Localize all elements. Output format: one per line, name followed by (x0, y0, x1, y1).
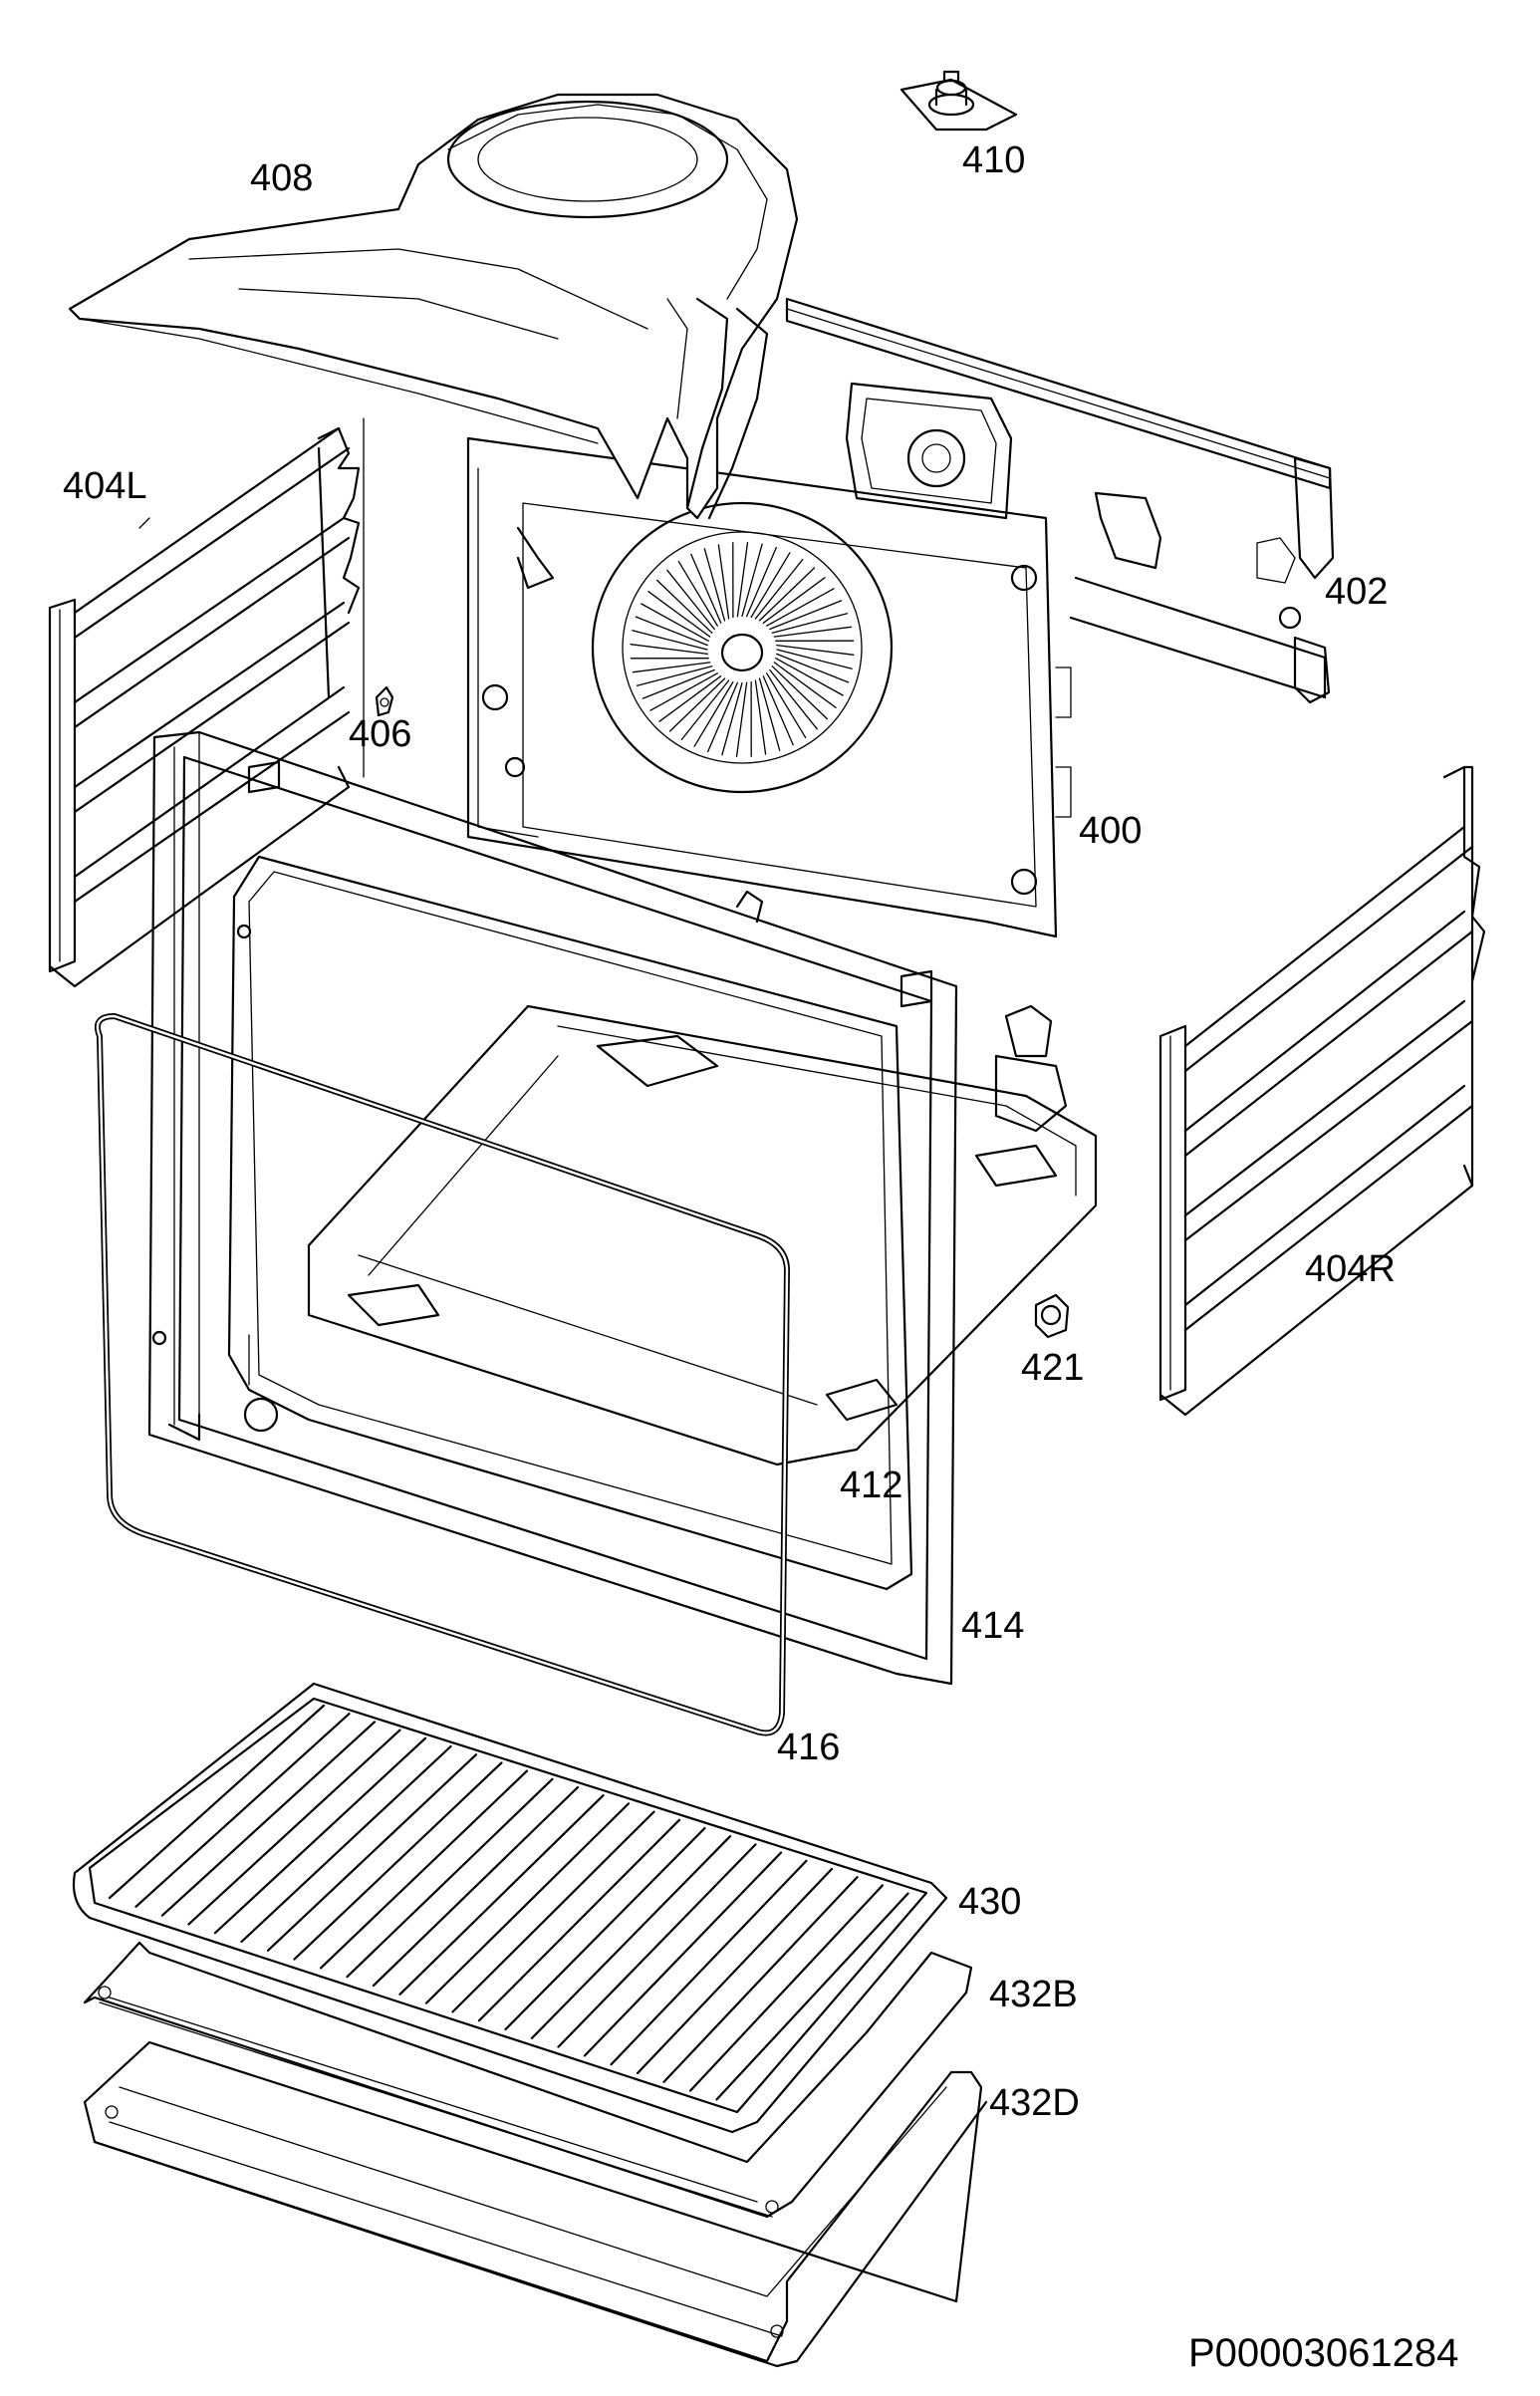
part-406-clip (375, 685, 394, 717)
label-408: 408 (250, 157, 314, 199)
label-406: 406 (349, 713, 412, 755)
label-430: 430 (958, 1881, 1022, 1923)
label-404L: 404L (63, 465, 147, 507)
grill-rack-bars (108, 1704, 909, 2101)
label-402: 402 (1325, 571, 1389, 613)
leader-404L (138, 517, 150, 529)
label-416: 416 (777, 1727, 841, 1768)
part-416-gasket (94, 1013, 790, 1736)
label-404R: 404R (1305, 1248, 1396, 1290)
part-421-lamp (1034, 1293, 1070, 1339)
document-id: P00003061284 (1188, 2331, 1459, 2375)
label-414: 414 (961, 1605, 1025, 1647)
label-432D: 432D (989, 2082, 1080, 2124)
part-432D-tray (83, 2040, 988, 2368)
part-408-top-panel (68, 93, 799, 520)
part-430-grill-rack (72, 1682, 948, 2134)
part-412-cavity-frame (307, 1004, 1098, 1466)
label-421: 421 (1021, 1347, 1085, 1389)
fan-grille-slots (630, 541, 855, 758)
label-412: 412 (840, 1464, 903, 1506)
label-410: 410 (962, 139, 1026, 181)
part-432B-tray (83, 1941, 973, 2219)
part-404L-rack (48, 417, 365, 988)
part-400-back-panel (466, 382, 1072, 938)
part-404R-rack (1158, 765, 1486, 1417)
part-410-seal (899, 70, 1018, 132)
part-414-front-frame (147, 730, 958, 1686)
label-400: 400 (1079, 810, 1143, 852)
part-402-rail (785, 297, 1335, 704)
label-432B: 432B (989, 1974, 1078, 2015)
